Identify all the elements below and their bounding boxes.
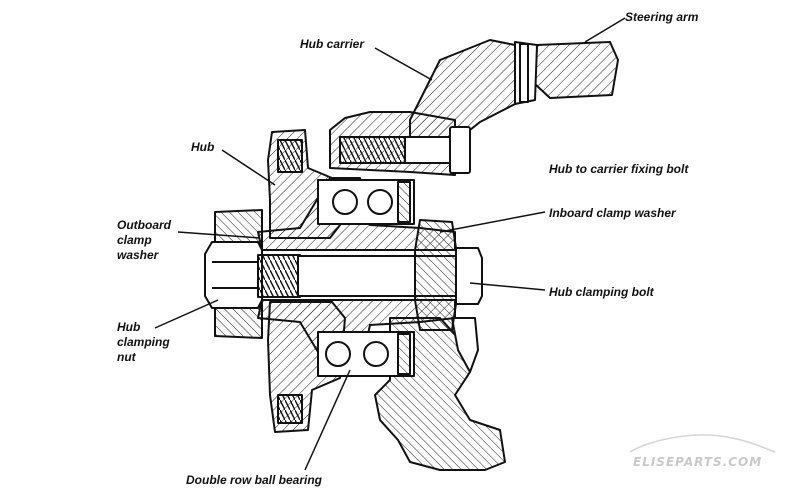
- leader-outboard-clamp-washer: [177, 231, 261, 239]
- leader-steering-arm: [584, 17, 626, 43]
- leader-inboard-clamp-washer: [439, 211, 546, 233]
- bearing-seal-lower: [397, 333, 411, 375]
- watermark-car-silhouette: [629, 434, 776, 453]
- leader-hub: [221, 149, 276, 186]
- leader-hub-clamping-nut: [154, 299, 219, 329]
- hub-to-carrier-fixing-bolt: [339, 136, 411, 164]
- bearing-seal-upper: [397, 181, 411, 223]
- label-nut-line-1: Hub: [117, 320, 141, 334]
- label-hub: Hub: [191, 140, 215, 154]
- label-outboard-clamp-washer: Outboard clamp washer: [117, 218, 171, 263]
- hub-clamping-nut: [204, 241, 263, 309]
- fixing-bolt-head: [449, 126, 471, 174]
- watermark-text: ELISEPARTS.COM: [633, 455, 763, 469]
- bearing-ball-lower-2: [363, 341, 389, 367]
- steering-arm-ring: [519, 43, 529, 103]
- label-hub-clamping-bolt: Hub clamping bolt: [549, 285, 654, 299]
- leader-hub-clamping-bolt: [469, 282, 546, 291]
- label-double-row-ball-bearing: Double row ball bearing: [186, 473, 323, 487]
- inboard-clamp-washer: [414, 219, 457, 331]
- label-outboard-line-3: washer: [117, 248, 159, 262]
- label-hub-carrier: Hub carrier: [300, 37, 365, 51]
- steering-arm: [534, 41, 619, 99]
- bearing-ball-lower-1: [325, 341, 351, 367]
- wheel-stud-lower: [277, 394, 303, 424]
- hub-clamping-bolt-head: [455, 247, 483, 305]
- leader-hub-carrier: [374, 47, 433, 81]
- label-steering-arm: Steering arm: [625, 10, 699, 24]
- wheel-stud-upper: [277, 139, 303, 173]
- label-hub-to-carrier-fixing-bolt: Hub to carrier fixing bolt: [549, 162, 689, 176]
- hub-clamping-bolt-thread: [257, 254, 301, 298]
- label-outboard-line-1: Outboard: [117, 218, 171, 232]
- hub-carrier-lower-boss: [451, 317, 479, 373]
- label-nut-line-3: nut: [117, 350, 136, 364]
- bearing-ball-upper-2: [367, 189, 393, 215]
- label-nut-line-2: clamping: [117, 335, 170, 349]
- label-inboard-clamp-washer: Inboard clamp washer: [549, 206, 676, 220]
- label-hub-clamping-nut: Hub clamping nut: [117, 320, 170, 365]
- leader-double-row-ball-bearing: [304, 369, 351, 471]
- label-outboard-line-2: clamp: [117, 233, 152, 247]
- fixing-bolt-shank: [404, 136, 454, 164]
- bearing-ball-upper-1: [332, 189, 358, 215]
